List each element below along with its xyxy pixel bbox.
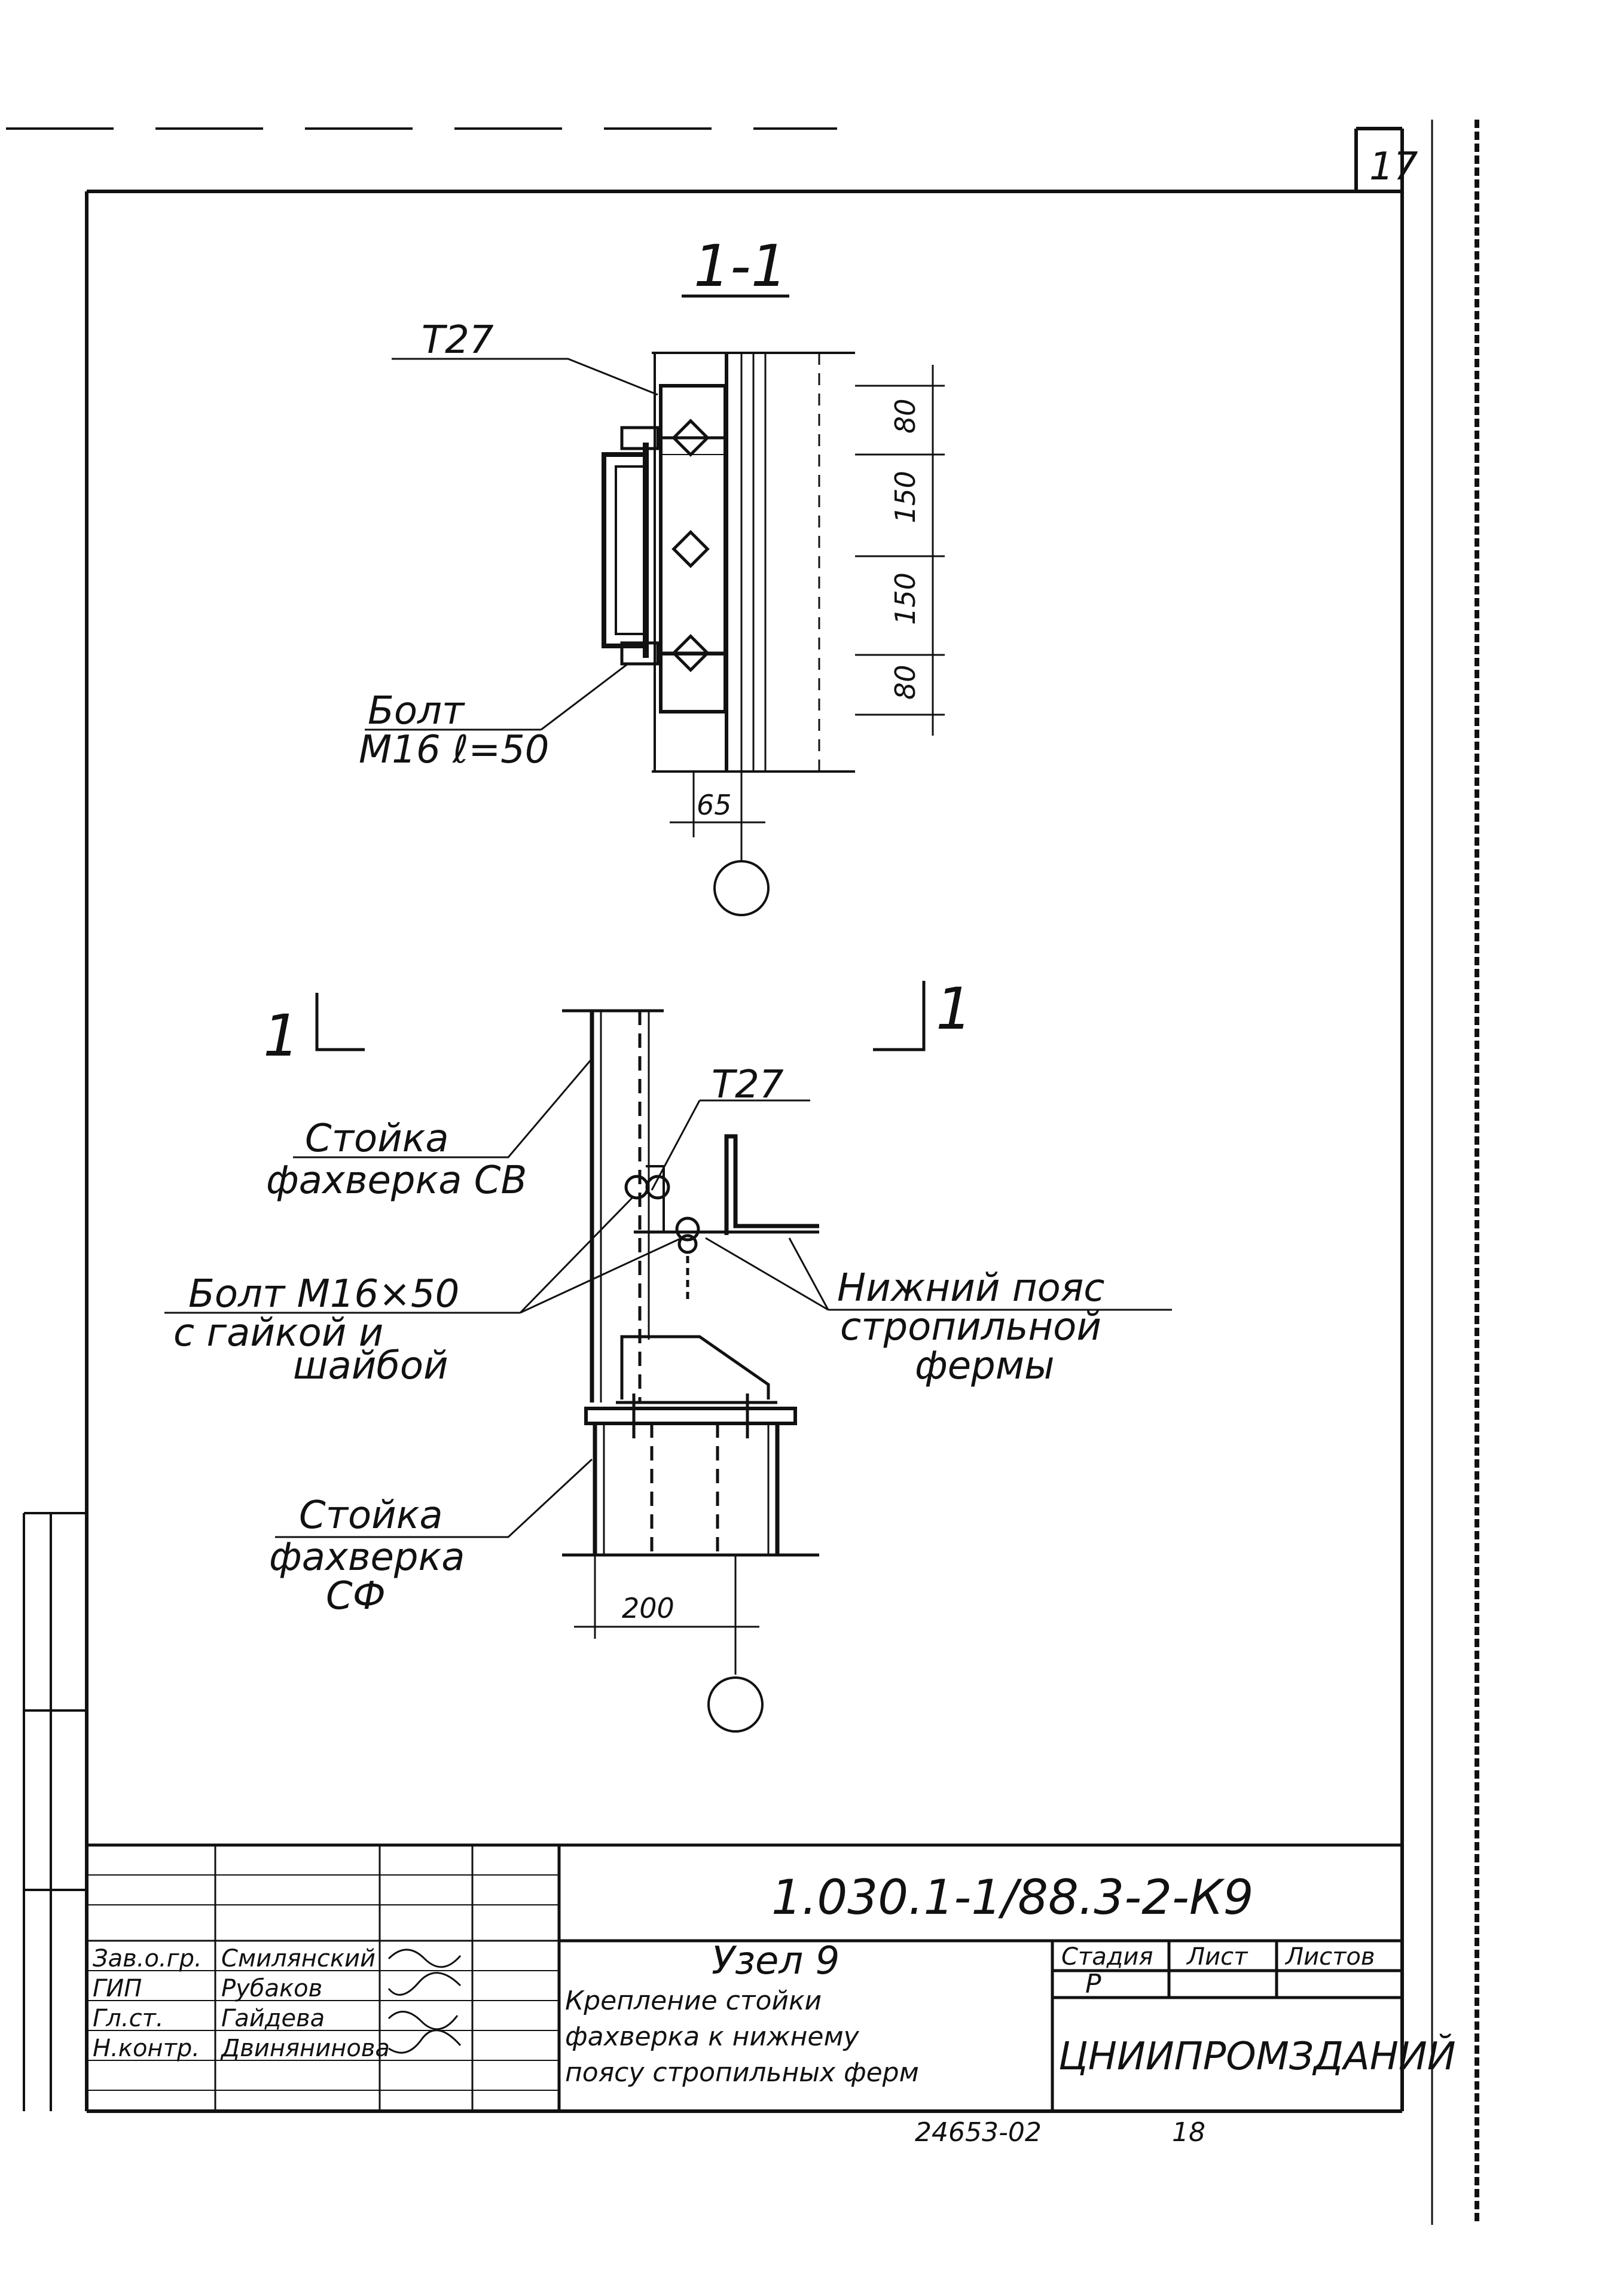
column-bottom-label-line3: СФ [326, 1574, 386, 1618]
section-1-plate-label: T27 [422, 318, 494, 362]
section-1-1: 1-1 T27 [359, 233, 945, 916]
name-4: Двинянинова [220, 2035, 390, 2062]
document-code: 1.030.1-1/88.3-2-К9 [771, 1870, 1254, 1925]
section-1-dim-2: 150 [889, 471, 921, 523]
column-bottom-label-line2: фахверка [269, 1535, 465, 1580]
sheet-header: Лист [1186, 1943, 1248, 1971]
base-stiffener [584, 1335, 797, 1438]
archive-sheet: 18 [1172, 2117, 1205, 2148]
chord-label-line1: Нижний пояс [837, 1266, 1104, 1310]
description-line3: поясу стропильных ферм [565, 2057, 919, 2088]
node-title: Узел 9 [712, 1939, 840, 1983]
stage-header: Стадия [1061, 1943, 1153, 1971]
name-1: Смилянский [221, 1945, 376, 1972]
chord-label-line2: стропильной [840, 1305, 1101, 1349]
chord-label-line3: фермы [915, 1344, 1055, 1388]
width-dim-value: 200 [622, 1592, 674, 1624]
section-1-axis-marker [713, 860, 770, 916]
name-3: Гайдева [221, 2005, 325, 2032]
sheet-number: 17 [1369, 145, 1418, 189]
signatures [387, 1949, 462, 2054]
node-axis-marker [707, 1676, 764, 1733]
upper-column [562, 1009, 664, 1402]
node-bolts [624, 1175, 700, 1301]
lower-chord-angle [634, 1134, 819, 1235]
section-1-column [652, 352, 855, 773]
binding-strip [23, 1512, 87, 2111]
cut-marker-left: 1 [263, 1002, 300, 1069]
role-4: Н.контр. [93, 2035, 200, 2062]
bolt-label-line2: с гайкой и [173, 1311, 383, 1355]
section-1-bolt-label-line1: Болт [368, 689, 465, 733]
cut-marker-right: 1 [936, 975, 972, 1042]
column-top-label-line2: фахверка СВ [266, 1158, 527, 1203]
section-1-offset-dim: 65 [697, 789, 732, 821]
stage-value: Р [1085, 1969, 1101, 1999]
description-line2: фахверка к нижнему [565, 2021, 860, 2052]
name-2: Рубаков [221, 1975, 322, 2002]
section-1-bolts [620, 419, 726, 672]
organization: ЦНИИПРОМЗДАНИЙ [1058, 2033, 1456, 2079]
column-top-label-line1: Стойка [305, 1117, 449, 1161]
section-1-dimensions [855, 365, 945, 736]
section-1-dim-4: 80 [889, 664, 921, 700]
section-1-dim-3: 150 [889, 572, 921, 625]
column-bottom-label-line1: Стойка [299, 1493, 443, 1538]
sheets-header: Листов [1284, 1943, 1375, 1971]
lower-column [562, 1423, 819, 1557]
role-2: ГИП [93, 1975, 142, 2002]
role-1: Зав.о.гр. [93, 1945, 202, 1972]
archive-number: 24653-02 [915, 2117, 1042, 2148]
role-3: Гл.ст. [93, 2005, 164, 2032]
section-1-1-title: 1-1 [694, 233, 787, 300]
drawing-frame [85, 120, 1479, 2225]
bolt-label-line3: шайбой [293, 1344, 448, 1388]
title-block [87, 1843, 1402, 2111]
section-1-channel [602, 443, 649, 658]
bolt-label-line1: Болт M16×50 [188, 1272, 459, 1316]
section-1-bolt-label-line2: M16 ℓ=50 [359, 728, 550, 772]
node-elevation: 1 1 T27 Стойка фах [164, 975, 1172, 1733]
section-1-dim-1: 80 [889, 398, 921, 434]
width-dimension [574, 1555, 759, 1675]
description-line1: Крепление стойки [565, 1986, 822, 2016]
